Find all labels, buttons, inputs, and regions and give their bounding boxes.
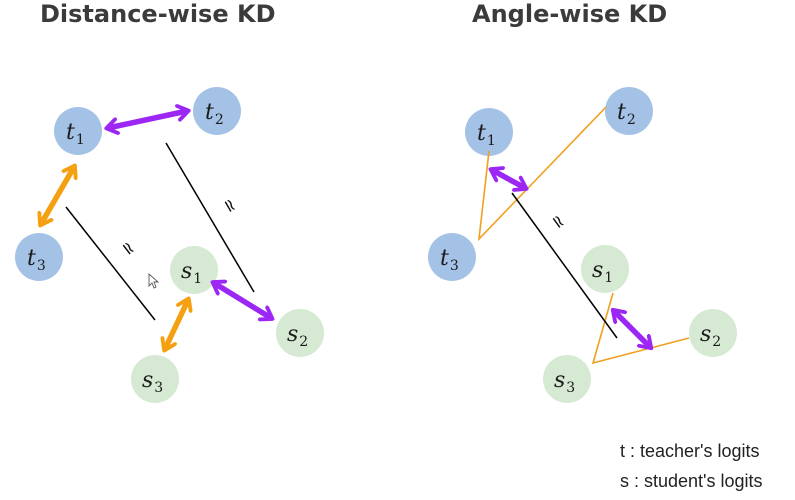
node-subscript: 2: [215, 112, 224, 128]
svg-text:s3: s3: [554, 368, 575, 396]
node-subscript: 3: [450, 258, 459, 274]
correspondence-line: [65, 206, 156, 321]
node-base: s: [287, 322, 298, 347]
node-base: t: [205, 100, 214, 125]
node-subscript: 2: [712, 334, 721, 350]
node-subscript: 1: [604, 270, 613, 286]
distance-wise-title: Distance-wise KD: [40, 0, 276, 28]
student-node-s3: s3: [131, 355, 179, 403]
approx-symbol: ≃: [545, 210, 571, 235]
node-base: s: [700, 322, 711, 347]
correspondence-line: [511, 192, 618, 339]
angle-wise-panel: t1 t2 t3 s1 s2 s3 ≃: [428, 87, 737, 403]
student-node-s1: s1: [170, 246, 218, 294]
node-subscript: 2: [299, 334, 308, 350]
teacher-node-t1: t1: [54, 107, 102, 155]
node-base: t: [66, 120, 75, 145]
node-subscript: 3: [37, 258, 46, 274]
student-node-s1: s1: [581, 245, 629, 293]
svg-text:s3: s3: [142, 368, 163, 396]
student-node-s3: s3: [543, 355, 591, 403]
student-node-s2: s2: [276, 309, 324, 357]
node-base: s: [142, 368, 153, 393]
node-base: t: [27, 246, 36, 271]
node-base: s: [554, 368, 565, 393]
distance-arrow-s1-s2: [214, 283, 271, 318]
svg-text:t1: t1: [477, 121, 496, 149]
correspondence-line: [165, 142, 255, 293]
svg-text:s2: s2: [700, 322, 721, 350]
svg-text:t2: t2: [205, 100, 224, 128]
approx-symbol: ≃: [217, 194, 243, 218]
svg-text:t1: t1: [66, 120, 85, 148]
distance-arrow-t1-t3: [41, 167, 74, 224]
node-subscript: 2: [627, 112, 636, 128]
angle-arrow-student: [614, 311, 650, 347]
teacher-angle-lines: [477, 106, 607, 242]
node-base: s: [592, 258, 603, 283]
node-base: t: [440, 246, 449, 271]
student-node-s2: s2: [689, 309, 737, 357]
teacher-node-t3: t3: [15, 233, 63, 281]
student-angle-lines: [591, 292, 690, 365]
svg-text:t3: t3: [27, 246, 46, 274]
node-subscript: 3: [154, 380, 163, 396]
cursor-icon: [148, 272, 160, 289]
legend-teacher: t : teacher's logits: [620, 441, 760, 461]
node-base: s: [181, 259, 192, 284]
node-base: t: [477, 121, 486, 146]
node-subscript: 3: [566, 380, 575, 396]
teacher-node-t3: t3: [428, 233, 476, 281]
approx-symbol: ≃: [115, 236, 141, 261]
teacher-node-t1: t1: [465, 108, 513, 156]
distance-arrow-t1-t2: [108, 111, 187, 128]
node-subscript: 1: [76, 132, 85, 148]
svg-text:s1: s1: [592, 258, 613, 286]
svg-text:t3: t3: [440, 246, 459, 274]
angle-arrow-teacher: [492, 170, 525, 188]
svg-text:s1: s1: [181, 259, 202, 287]
distance-arrow-s1-s3: [165, 300, 188, 349]
svg-text:s2: s2: [287, 322, 308, 350]
node-base: t: [617, 100, 626, 125]
angle-wise-title: Angle-wise KD: [472, 0, 668, 28]
legend-student: s : student's logits: [620, 471, 763, 491]
svg-text:t2: t2: [617, 100, 636, 128]
distance-wise-panel: ≃ ≃ t1 t2 t3 s1 s2 s3: [15, 87, 324, 403]
node-subscript: 1: [193, 271, 202, 287]
node-subscript: 1: [487, 133, 496, 149]
teacher-node-t2: t2: [193, 87, 241, 135]
teacher-node-t2: t2: [605, 87, 653, 135]
